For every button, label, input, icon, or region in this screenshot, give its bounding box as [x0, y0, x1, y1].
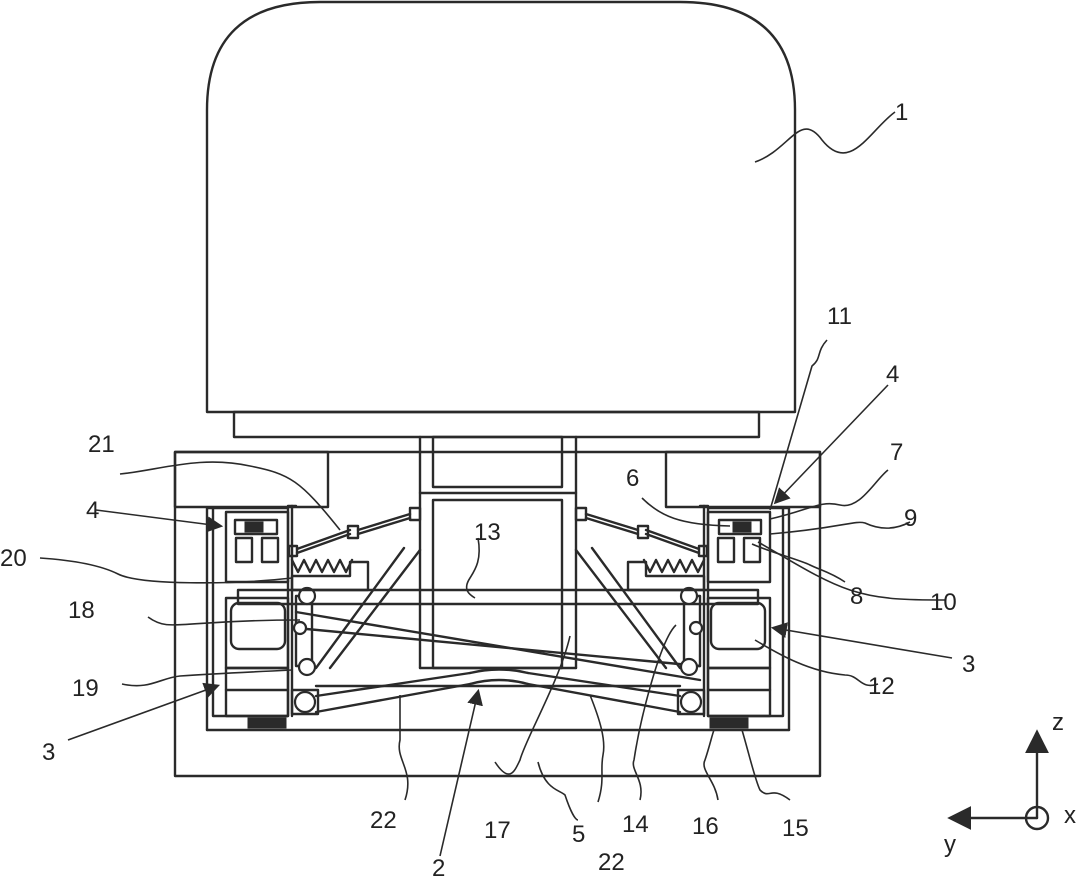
- label-8: 8: [850, 583, 863, 610]
- coordinate-system: z x y: [944, 709, 1076, 858]
- right-mechanism: [574, 504, 785, 729]
- label-3-left: 3: [42, 739, 55, 766]
- label-1: 1: [895, 99, 908, 126]
- axis-z-label: z: [1052, 709, 1064, 736]
- label-21: 21: [88, 431, 115, 458]
- label-16: 16: [692, 813, 719, 840]
- label-7: 7: [890, 439, 903, 466]
- cross-struts: [236, 546, 760, 714]
- label-22-right: 22: [598, 849, 625, 876]
- vehicle-body: [205, 0, 797, 439]
- base-frame: [173, 450, 822, 778]
- label-14: 14: [622, 811, 649, 838]
- leader-arrows: [67, 384, 953, 857]
- label-13: 13: [474, 519, 501, 546]
- label-6: 6: [626, 465, 639, 492]
- leader-lines: [39, 111, 946, 821]
- left-wheel-rollers: [247, 717, 287, 729]
- label-5: 5: [572, 821, 585, 848]
- label-10: 10: [930, 589, 957, 616]
- left-mechanism: [211, 504, 422, 729]
- label-4-right: 4: [886, 361, 899, 388]
- label-4-left: 4: [86, 497, 99, 524]
- label-15: 15: [782, 815, 809, 842]
- label-12: 12: [868, 673, 895, 700]
- label-2: 2: [432, 855, 445, 880]
- label-20: 20: [0, 545, 27, 572]
- label-22-left: 22: [370, 807, 397, 834]
- label-17: 17: [484, 817, 511, 844]
- label-11: 11: [827, 303, 852, 330]
- label-19: 19: [72, 675, 99, 702]
- axis-y-label: y: [944, 831, 956, 858]
- label-18: 18: [68, 597, 95, 624]
- axis-x-label: x: [1064, 802, 1076, 829]
- reference-numerals: 1 11 4 7 6 9 8 10 3 12 21 4 20 13 18 19 …: [0, 99, 975, 880]
- label-3-right: 3: [962, 651, 975, 678]
- central-column: [418, 435, 578, 670]
- label-9: 9: [904, 505, 917, 532]
